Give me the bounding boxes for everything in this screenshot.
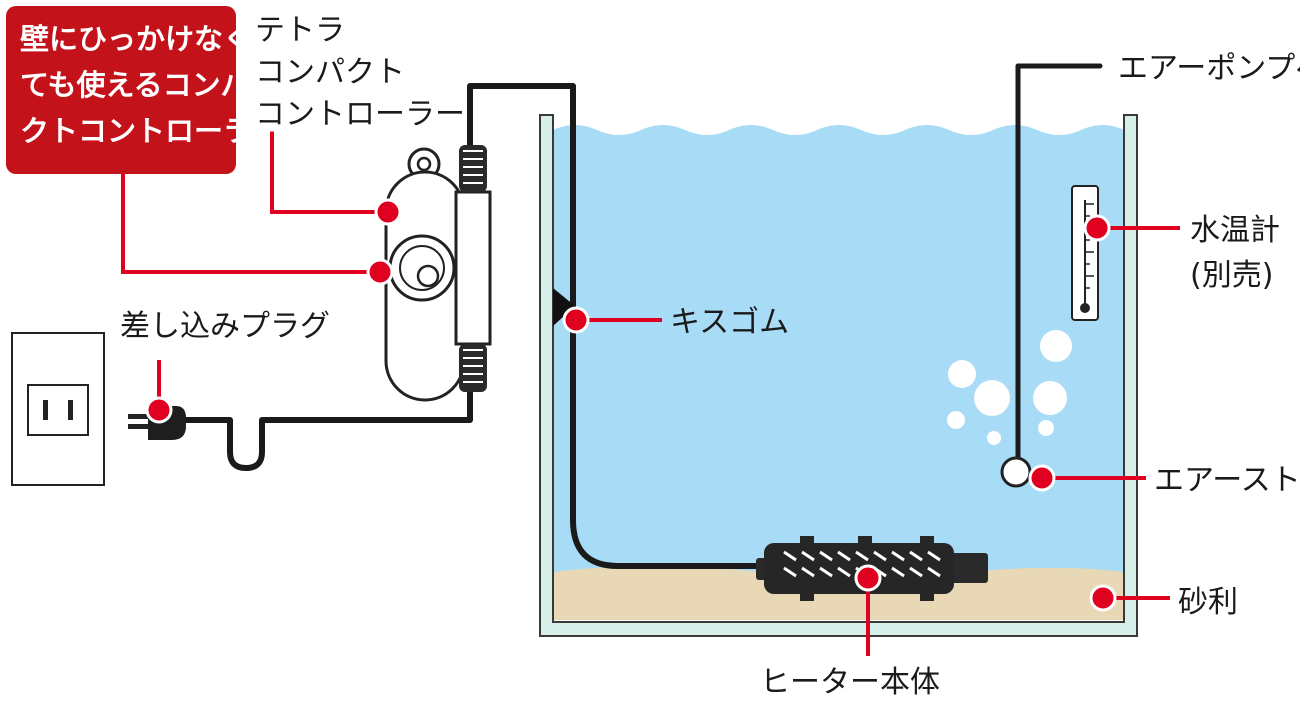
bubble	[947, 411, 965, 429]
gravel-label: 砂利	[1178, 585, 1238, 620]
labels: テトラ コンパクト コントローラー 差し込みプラグ キスゴム エアーポンプへ 水…	[120, 13, 1300, 700]
marker-dot	[1089, 584, 1117, 612]
marker-dot	[1083, 214, 1111, 242]
bubble	[948, 360, 976, 388]
water	[553, 125, 1124, 610]
air-stone-label: エアーストーン	[1154, 463, 1300, 498]
plug-label: 差し込みプラグ	[120, 309, 330, 344]
marker-dots	[145, 198, 1117, 612]
thermometer	[1071, 185, 1099, 321]
marker-dot	[366, 258, 394, 286]
thermometer-label-line-2: (別売)	[1190, 258, 1273, 293]
controller-label-line-1: テトラ	[255, 13, 345, 48]
marker-dot	[374, 198, 402, 226]
suction-cup	[553, 288, 575, 326]
callout-line-1: 壁にひっかけなく	[20, 22, 252, 56]
bubble	[1040, 330, 1072, 362]
callout-line-3: クトコントローラー	[20, 114, 281, 148]
bubble	[1033, 381, 1067, 415]
controller-callout: 壁にひっかけなく ても使えるコンパ クトコントローラー	[6, 6, 281, 174]
leader-lines	[121, 130, 1180, 656]
wall-outlet	[11, 332, 105, 486]
bubble	[987, 431, 1001, 445]
suction-cup-label: キスゴム	[670, 305, 789, 340]
air-bubbles	[947, 330, 1072, 445]
air-pump-label: エアーポンプへ	[1118, 51, 1300, 86]
marker-dot	[1028, 464, 1056, 492]
controller-label-line-2: コンパクト	[255, 55, 405, 90]
air-stone	[1000, 456, 1032, 488]
compact-controller	[384, 145, 492, 402]
marker-dot	[145, 396, 173, 424]
marker-dot	[562, 306, 590, 334]
bubble	[974, 380, 1010, 416]
controller-label-line-3: コントローラー	[255, 97, 465, 132]
marker-dot	[854, 564, 882, 592]
thermometer-label-line-1: 水温計	[1190, 213, 1280, 248]
bubble	[1038, 420, 1054, 436]
tank-glass	[539, 114, 1138, 637]
heater-label: ヒーター本体	[760, 665, 940, 700]
power-cable	[175, 63, 1103, 569]
callout-line-2: ても使えるコンパ	[20, 68, 250, 102]
